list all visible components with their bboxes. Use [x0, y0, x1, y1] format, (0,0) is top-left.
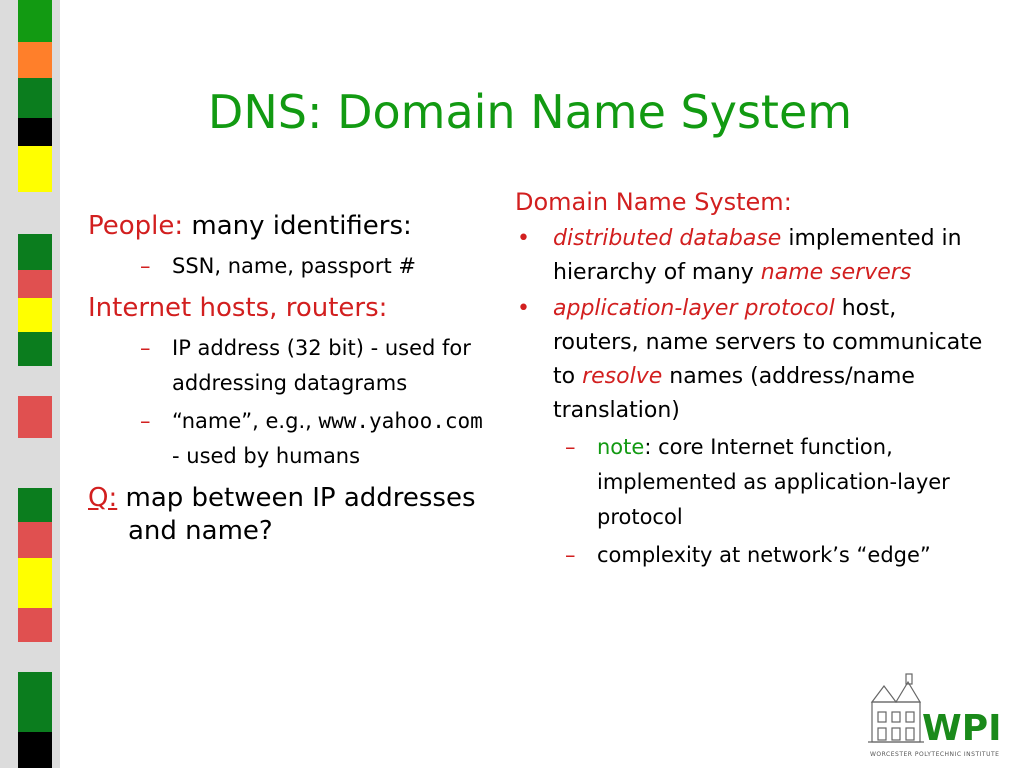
wpi-building-icon: WPI WORCESTER POLYTECHNIC INSTITUTE	[868, 673, 1002, 758]
dash-bullet: –	[140, 409, 151, 433]
hosts-subitem-name: – “name”, e.g., www.yahoo.com - used by …	[88, 404, 488, 474]
bullet-dot: •	[517, 226, 530, 251]
people-line: People: many identifiers:	[88, 210, 488, 243]
left-column: People: many identifiers: – SSN, name, p…	[88, 210, 488, 554]
hosts-subitem-ip: – IP address (32 bit) - used for address…	[88, 331, 488, 401]
dash-bullet: –	[140, 336, 151, 360]
color-strip	[18, 0, 52, 768]
dash-bullet: –	[140, 254, 151, 278]
logo-caption: WORCESTER POLYTECHNIC INSTITUTE	[870, 751, 999, 758]
bullet-distributed-db: • distributed database implemented in hi…	[515, 222, 985, 290]
hosts-item-name-post: - used by humans	[172, 444, 361, 468]
question-text: map between IP addresses and name?	[117, 483, 476, 546]
hosts-heading: Internet hosts, routers:	[88, 293, 388, 323]
wpi-logo: WPI WORCESTER POLYTECHNIC INSTITUTE	[866, 672, 1016, 762]
logo-wordmark: WPI	[922, 708, 1002, 749]
question-label: Q:	[88, 483, 118, 513]
people-subitem: – SSN, name, passport #	[88, 249, 488, 284]
bullet1-text: implemented in hierarchy of many	[553, 226, 962, 285]
question-line: Q: map between IP addresses and name?	[88, 482, 488, 548]
example-domain: www.yahoo.com	[318, 409, 483, 433]
people-text: many identifiers:	[183, 211, 412, 241]
dns-heading: Domain Name System:	[515, 188, 792, 216]
bullet-dot: •	[517, 296, 530, 321]
app-layer-protocol-term: application-layer protocol	[553, 296, 835, 321]
bullet2-text: host, routers, name servers to communica…	[553, 296, 983, 389]
dash-bullet: –	[565, 435, 576, 459]
resolve-term: resolve	[582, 364, 663, 389]
hosts-item-ip: IP address (32 bit) - used for addressin…	[172, 336, 471, 395]
slide-title: DNS: Domain Name System	[207, 85, 853, 139]
subitem-complexity: – complexity at network’s “edge”	[515, 538, 985, 573]
name-servers-term: name servers	[760, 260, 912, 285]
subitem-note: – note: core Internet function, implemen…	[515, 430, 985, 535]
complexity-text: complexity at network’s “edge”	[597, 543, 931, 567]
people-label: People:	[88, 211, 184, 241]
people-item: SSN, name, passport #	[172, 254, 417, 278]
decorative-sidebar	[0, 0, 60, 768]
hosts-item-name-pre: “name”, e.g.,	[172, 409, 319, 433]
dash-bullet: –	[565, 543, 576, 567]
bullet2-text-end: names (address/name translation)	[553, 364, 915, 423]
note-label: note	[597, 435, 645, 459]
note-text: : core Internet function, implemented as…	[597, 435, 950, 529]
right-column: Domain Name System: • distributed databa…	[515, 188, 985, 576]
bullet-app-protocol: • application-layer protocol host, route…	[515, 292, 985, 428]
distributed-database-term: distributed database	[553, 226, 782, 251]
